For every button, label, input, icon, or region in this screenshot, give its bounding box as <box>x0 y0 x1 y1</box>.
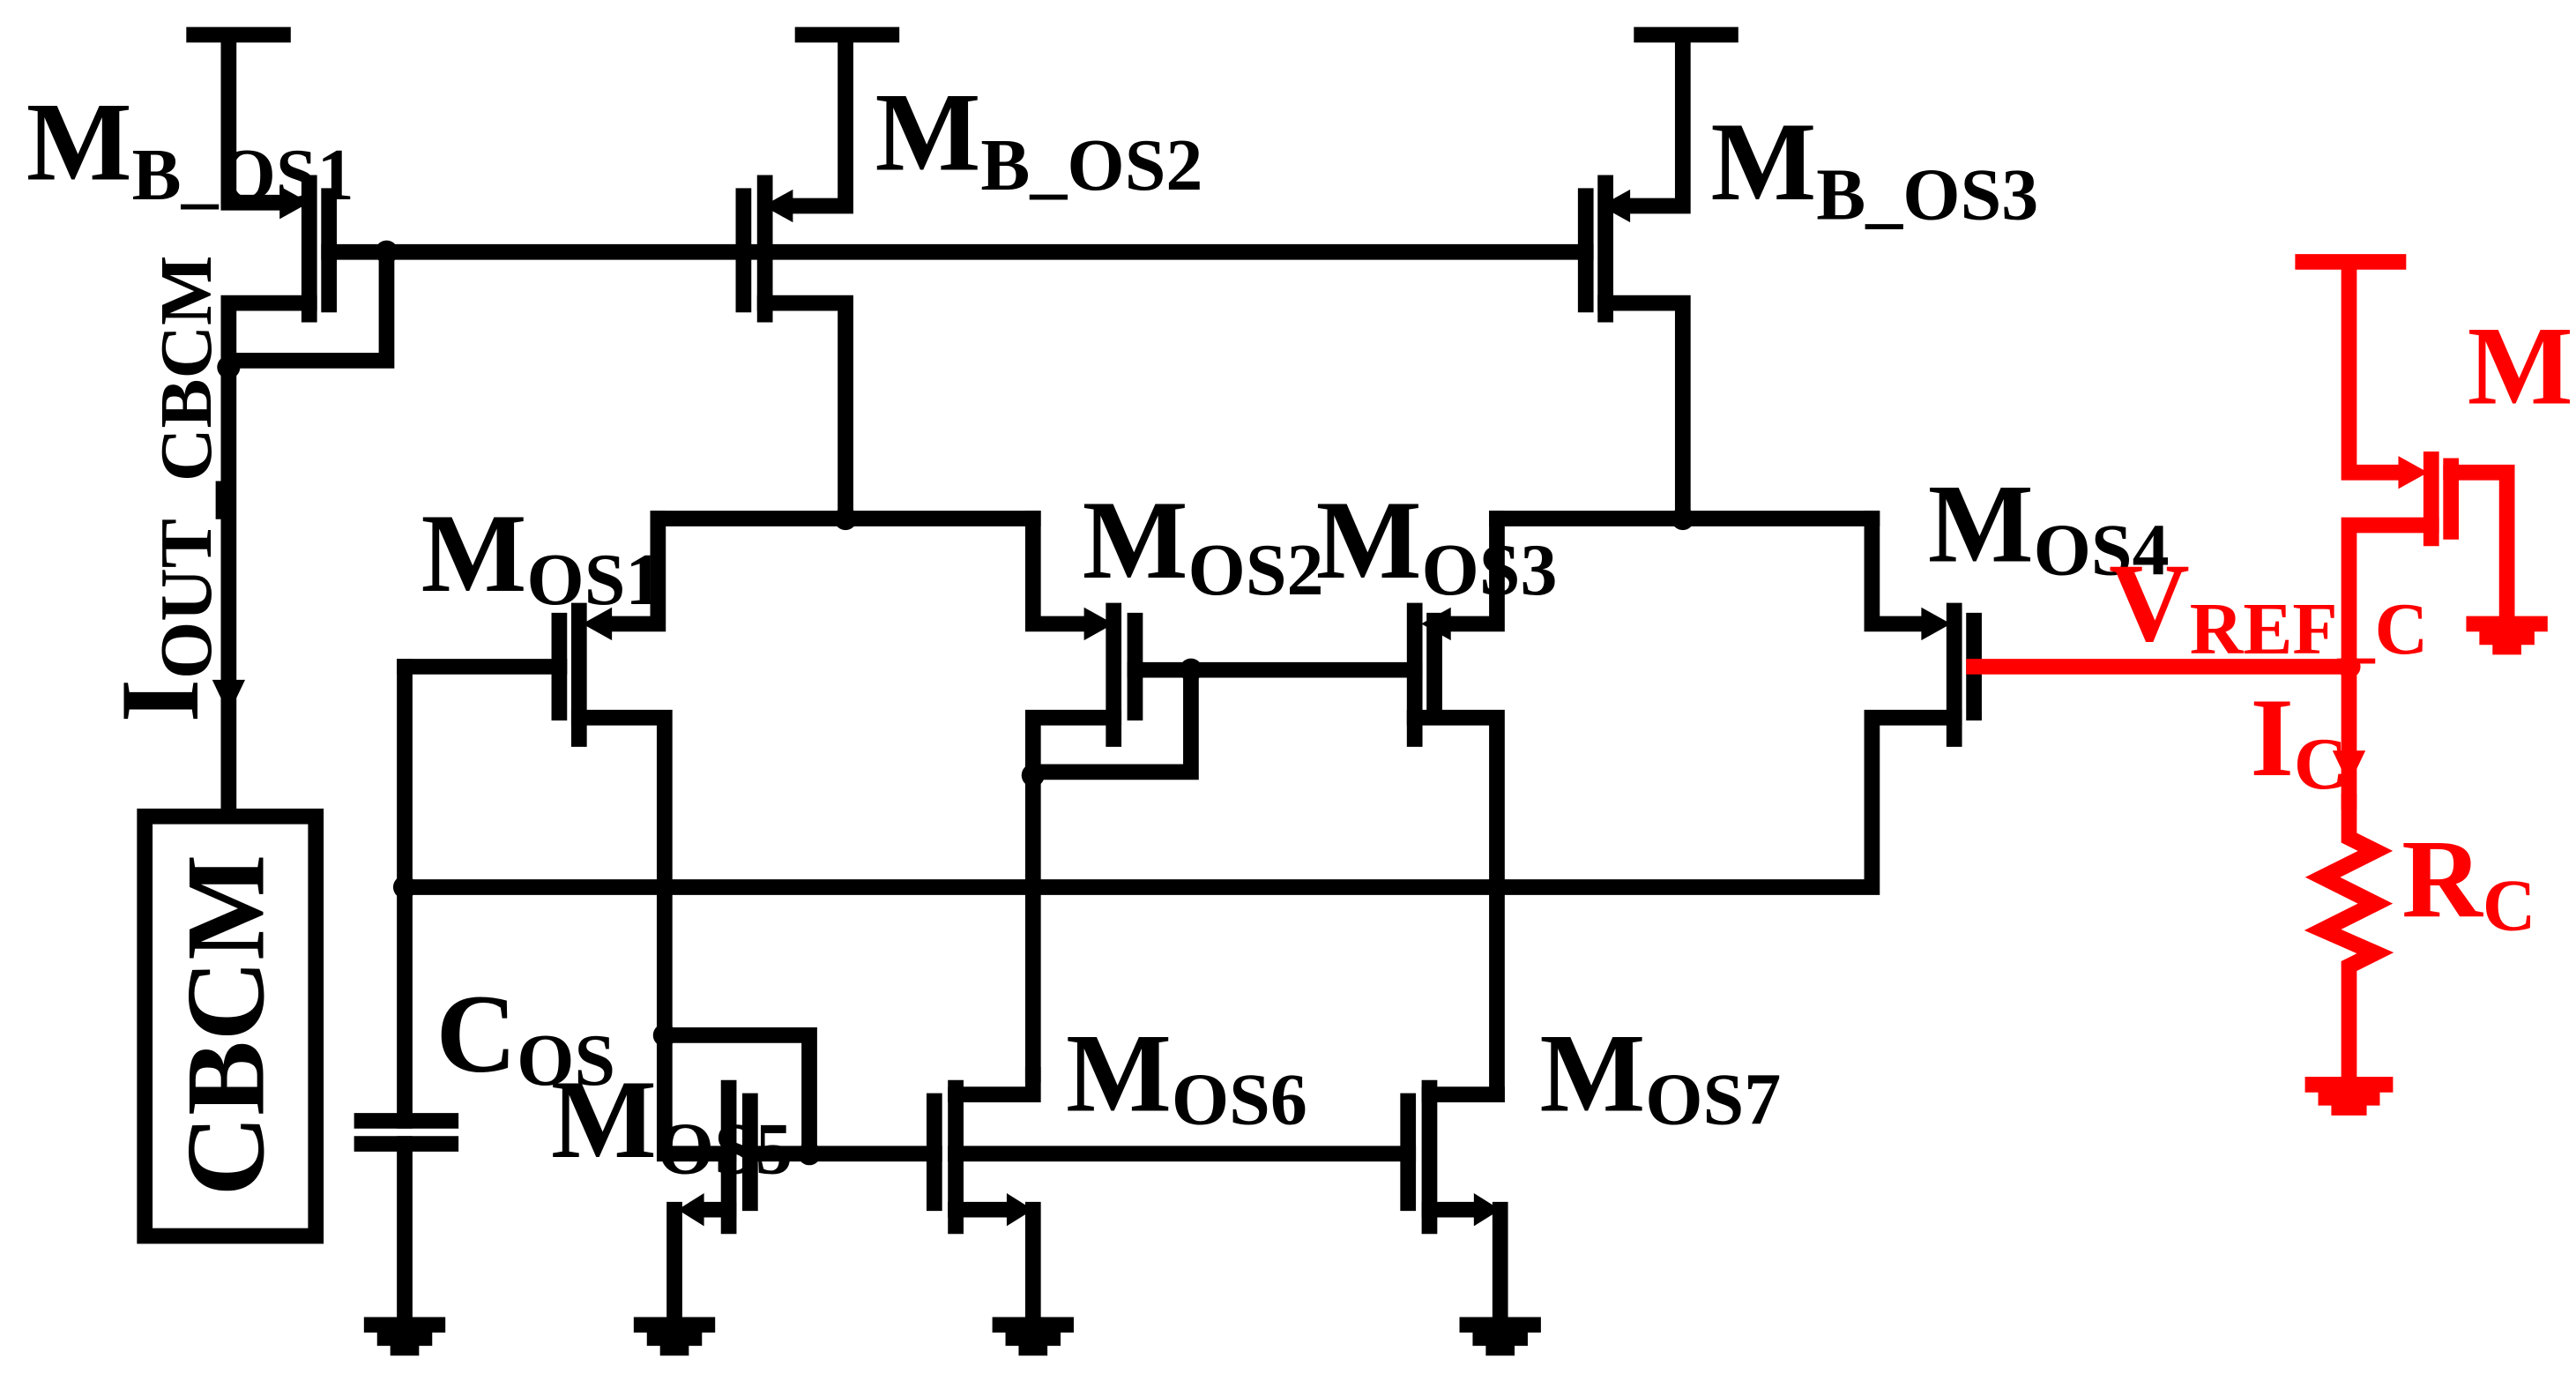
label-mos5: MOS5 <box>551 1058 793 1191</box>
label-mos4: MOS4 <box>1928 463 2170 592</box>
output-branch-cbcm <box>137 355 324 1244</box>
label-mb-os3: MB_OS3 <box>1711 101 2039 235</box>
label-vref-c: VREF_C <box>2109 541 2428 670</box>
label-mb-os1: MB_OS1 <box>26 81 354 216</box>
reference-branch-red <box>1966 254 2548 1116</box>
bias-transistor-mb-os3 <box>1577 26 1738 526</box>
label-cos: COS <box>436 973 615 1101</box>
label-mos6: MOS6 <box>1066 1012 1307 1141</box>
bias-transistor-mb-os2 <box>735 26 900 526</box>
label-mos3: MOS3 <box>1316 479 1558 611</box>
label-cbcm-block: CBCM <box>165 855 288 1197</box>
current-mirror-bottom <box>633 1023 1541 1356</box>
label-mc: MC <box>2468 304 2576 433</box>
input-pair-left <box>397 506 1423 1162</box>
bias-gate-line <box>321 240 1594 264</box>
input-pair-right <box>392 506 1982 1102</box>
label-rc: RC <box>2401 818 2535 947</box>
label-iout-cbcm: IOUT_CBCM <box>99 256 227 723</box>
label-mb-os2: MB_OS2 <box>875 71 1203 205</box>
label-ic: IC <box>2251 676 2348 805</box>
label-mos2: MOS2 <box>1083 479 1324 611</box>
offset-capacitor <box>354 659 459 1356</box>
label-mos7: MOS7 <box>1539 1012 1781 1141</box>
label-mos1: MOS1 <box>421 492 663 621</box>
